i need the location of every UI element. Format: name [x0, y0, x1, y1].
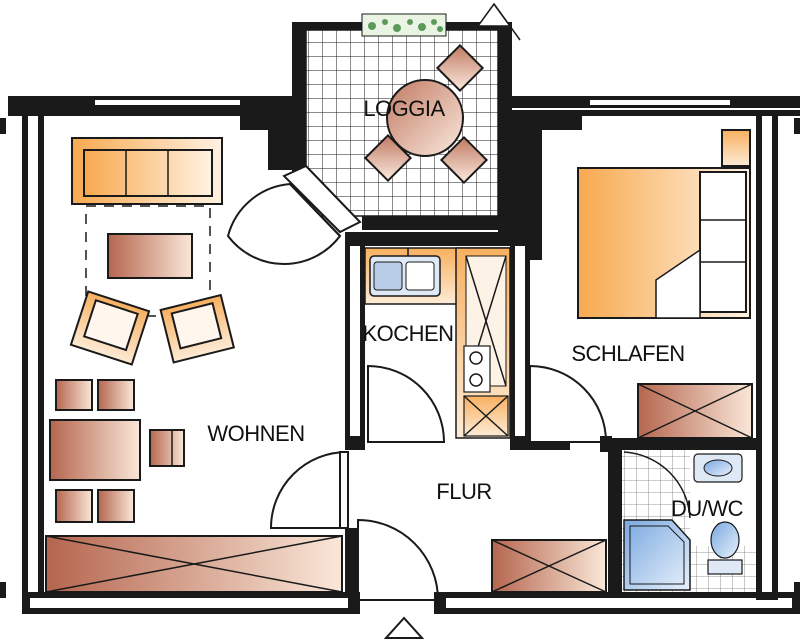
kitchen: KOCHEN [362, 247, 511, 439]
loggia-door [226, 164, 362, 265]
living-door [269, 450, 349, 529]
sofa [71, 137, 223, 205]
wardrobe-top [721, 129, 751, 167]
room-label-duwc: DU/WC [671, 496, 744, 521]
bedroom-door [529, 364, 612, 452]
living-cabinet [45, 535, 343, 593]
armchair-right [159, 293, 236, 364]
armchair-left [69, 290, 151, 366]
plant-box [368, 19, 443, 32]
toilet-icon [707, 521, 743, 575]
north-arrow-icon [476, 2, 521, 41]
bed [577, 167, 751, 319]
bathroom: DU/WC [622, 450, 756, 592]
room-label-schlafen: SCHLAFEN [571, 341, 684, 366]
stove-icon [463, 345, 491, 393]
loggia: LOGGIA [305, 2, 521, 217]
sink-icon [369, 248, 441, 297]
entrance-door [350, 518, 444, 614]
dining-set [49, 379, 185, 523]
loggia-table [363, 43, 489, 185]
dresser [637, 383, 753, 439]
room-label-wohnen: WOHNEN [207, 421, 304, 446]
entrance-arrow-icon [383, 616, 425, 639]
walls [0, 22, 800, 614]
room-label-kochen: KOCHEN [362, 321, 453, 346]
washbasin-icon [693, 453, 743, 483]
hall-cabinet [491, 539, 607, 593]
kitchen-door [367, 364, 446, 443]
living-room: WOHNEN [45, 137, 343, 593]
room-label-flur: FLUR [436, 479, 491, 504]
shower-icon [623, 519, 691, 591]
hallway: FLUR [436, 479, 607, 593]
room-label-loggia: LOGGIA [363, 96, 445, 121]
bedroom: SCHLAFEN [571, 129, 753, 439]
